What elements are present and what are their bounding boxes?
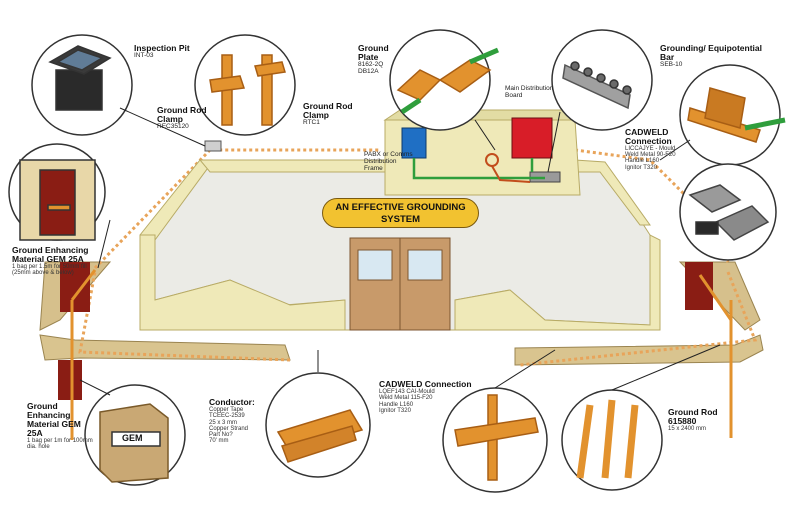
equipment bbox=[401, 117, 561, 183]
label-grounding-bar: Grounding/ Equipotential Bar SEB-10 bbox=[660, 43, 762, 68]
label-ground-rod-clamp-2: Ground Rod Clamp RTC1 bbox=[303, 101, 353, 126]
leader-lines bbox=[79, 107, 721, 396]
label-inspection-pit: Inspection Pit INT-03 bbox=[134, 43, 190, 59]
label-cadweld-bottom: CADWELD Connection LQEF143 CAI-Mould Wel… bbox=[379, 379, 472, 414]
label-cadweld-top: CADWELD Connection LICCAJYE - Mould Weld… bbox=[625, 127, 676, 171]
label-pabx: PABX or Comms Distribution Frame bbox=[364, 151, 413, 172]
diagram-title: AN EFFECTIVE GROUNDING SYSTEM bbox=[322, 198, 479, 228]
corner-rods bbox=[58, 140, 733, 440]
callouts bbox=[8, 29, 786, 493]
label-gem-top: Ground Enhancing Material GEM 25A 1 bag … bbox=[12, 245, 89, 277]
label-conductor: Conductor: Copper Tape TCEEC-2539 25 x 3… bbox=[209, 397, 255, 445]
gem-bag-text: GEM bbox=[122, 433, 143, 443]
label-main-distribution-board: Main Distribution Board bbox=[505, 85, 554, 99]
label-gem-bottom: Ground Enhancing Material GEM 25A 1 bag … bbox=[27, 401, 93, 450]
label-ground-plate: Ground Plate 8162-2Q DB12A bbox=[358, 43, 389, 75]
distribution-board-box bbox=[511, 117, 553, 159]
label-ground-rod: Ground Rod 615880 15 x 2400 mm bbox=[668, 407, 718, 432]
label-ground-rod-clamp: Ground Rod Clamp REC35120 bbox=[157, 105, 207, 130]
